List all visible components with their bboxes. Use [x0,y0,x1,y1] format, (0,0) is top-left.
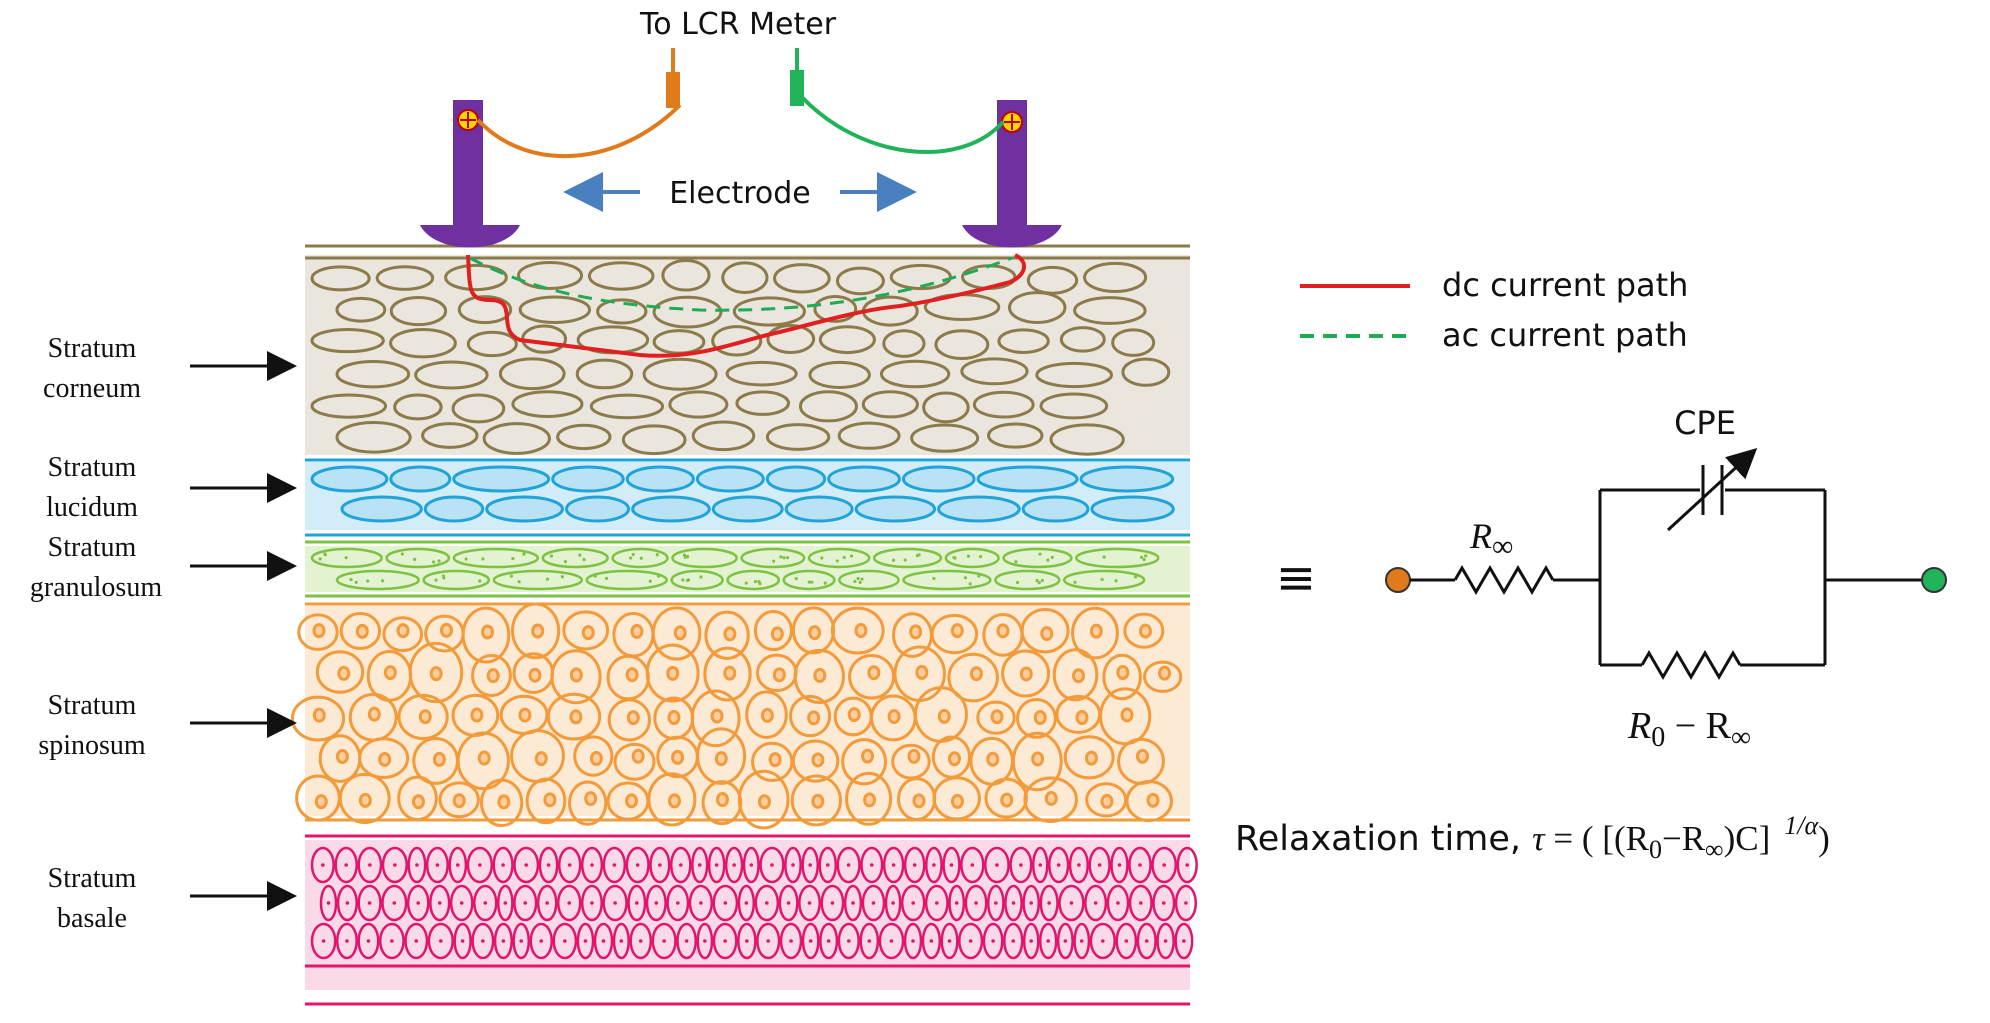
svg-text:Stratum: Stratum [48,532,137,563]
legend-ac-label: ac current path [1442,316,1688,354]
circuit-node-right [1921,567,1947,593]
svg-text:Stratum: Stratum [48,452,137,483]
label-stratum-lucidum: Stratum lucidum [46,452,297,523]
svg-text:Stratum: Stratum [48,333,137,364]
left-wire-plug [666,72,680,108]
equivalent-symbol: ≡ [1276,550,1316,606]
svg-text:Stratum: Stratum [48,863,137,894]
top-label: To LCR Meter [639,7,837,42]
svg-text:corneum: corneum [43,373,141,404]
legend: dc current path ac current path [1300,266,1688,354]
stratum-lucidum-layer [305,458,1190,537]
label-stratum-spinosum: Stratum spinosum [38,690,297,761]
stratum-granulosum-layer [305,540,1190,598]
stratum-corneum-layer [305,244,1190,456]
electrode-label: Electrode [669,176,811,211]
ac-current-path [469,256,1013,312]
right-wire [798,93,1005,154]
label-stratum-corneum: Stratum corneum [43,333,297,404]
cpe-label: CPE [1674,404,1736,442]
svg-text:basale: basale [57,903,127,934]
svg-text:granulosum: granulosum [30,572,162,603]
equivalent-circuit: ≡ R∞ CPE R0 − R∞ [1276,404,1947,753]
svg-text:Stratum: Stratum [48,690,137,721]
resistor-r-inf [1453,565,1555,595]
left-electrode [420,100,520,248]
r0-minus-rinf-label: R0 − R∞ [1627,705,1751,753]
right-wire-plug [790,70,804,106]
right-electrode [962,100,1062,248]
r-inf-label: R∞ [1469,516,1513,563]
dc-current-path [466,253,1026,358]
svg-text:spinosum: spinosum [38,730,146,761]
stratum-basale-layer [305,834,1198,1006]
resistor-r0-minus-rinf [1640,650,1742,680]
legend-dc-label: dc current path [1442,266,1688,304]
svg-text:lucidum: lucidum [46,492,138,523]
relaxation-time-formula: Relaxation time, τ = ( [(R0−R∞)C]1/α) [1235,811,1830,864]
cpe-element [1666,447,1758,532]
left-wire [476,103,682,159]
label-stratum-granulosum: Stratum granulosum [30,532,297,603]
label-stratum-basale: Stratum basale [48,863,297,934]
stratum-spinosum-layer [290,602,1190,830]
circuit-node-left [1385,567,1411,593]
